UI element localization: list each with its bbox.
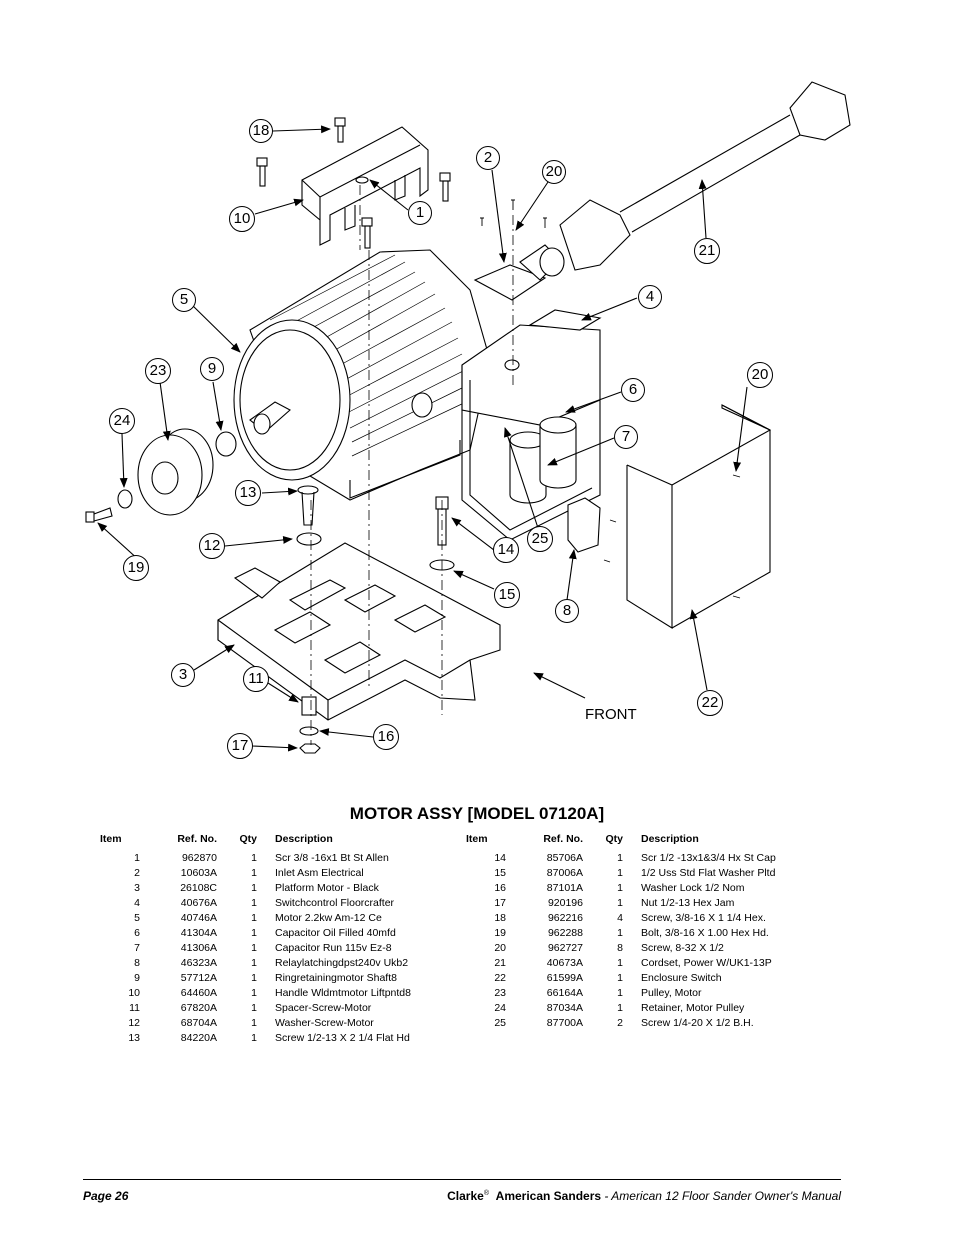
callout-18: 18 (249, 119, 273, 143)
callout-23: 23 (145, 358, 171, 384)
header-qty: Qty (239, 833, 257, 845)
page-number: Page 26 (83, 1189, 129, 1203)
header-item: Item (100, 833, 122, 845)
switch-enclosure (626, 404, 772, 629)
footer-divider (83, 1179, 841, 1180)
callout-13: 13 (235, 480, 261, 506)
callout-17: 17 (227, 733, 253, 759)
electrical-inlet (473, 244, 565, 301)
flat-head-screw (297, 485, 319, 526)
callout-6: 6 (621, 378, 645, 402)
relay (567, 497, 601, 553)
callout-25: 25 (527, 526, 553, 552)
capacitors (509, 416, 577, 504)
header-desc: Description (641, 833, 699, 845)
hex-screws (256, 117, 451, 249)
callout-16: 16 (373, 724, 399, 750)
callout-10: 10 (229, 206, 255, 232)
leader-lines (97, 125, 748, 752)
header-ref: Ref. No. (177, 833, 217, 845)
manual-title: - American 12 Floor Sander Owner's Manua… (601, 1189, 841, 1203)
callout-15: 15 (494, 582, 520, 608)
callout-22: 22 (697, 690, 723, 716)
callout-4: 4 (638, 285, 662, 309)
callout-5: 5 (172, 288, 196, 312)
header-ref: Ref. No. (543, 833, 583, 845)
section-title: MOTOR ASSY [MODEL 07120A] (349, 804, 605, 823)
center-lines (310, 185, 514, 745)
table-header-row: Item Ref. No. Qty Description (466, 832, 776, 850)
callout-1: 1 (408, 201, 432, 225)
small-screws (480, 199, 741, 599)
spacer (301, 696, 317, 716)
motor-platform (217, 542, 501, 721)
motor-shaft (249, 401, 291, 435)
lock-washer (299, 726, 319, 736)
hex-nut (299, 743, 321, 754)
callout-20b: 20 (747, 362, 773, 388)
motor-lift-handle (301, 126, 429, 246)
callout-11: 11 (243, 666, 269, 692)
callout-7: 7 (614, 425, 638, 449)
callout-9: 9 (200, 357, 224, 381)
pulley-retainer (117, 489, 133, 509)
motor-assembly-diagram (85, 81, 851, 754)
callout-14: 14 (493, 537, 519, 563)
pulley-bolt (85, 507, 113, 523)
table-header-row: Item Ref. No. Qty Description (100, 832, 411, 850)
screw-washer (296, 532, 322, 546)
front-label: FRONT (585, 706, 637, 723)
callout-3: 3 (171, 663, 195, 687)
header-desc: Description (275, 833, 333, 845)
footer-manual-title: Clarke® American Sanders - American 12 F… (447, 1189, 841, 1203)
registered-mark: ® (483, 1190, 489, 1197)
callout-8: 8 (555, 599, 579, 623)
callout-19: 19 (123, 555, 149, 581)
header-item: Item (466, 833, 488, 845)
pulley (137, 428, 214, 516)
brand-american-sanders: American Sanders (495, 1189, 602, 1203)
callout-20: 20 (542, 160, 566, 184)
retaining-ring (215, 431, 237, 457)
power-cordset (559, 81, 851, 271)
header-qty: Qty (605, 833, 623, 845)
callout-2: 2 (476, 146, 500, 170)
brand-clarke: Clarke (447, 1189, 484, 1203)
callout-21: 21 (694, 238, 720, 264)
motor (233, 249, 491, 501)
callout-24: 24 (109, 408, 135, 434)
callout-12: 12 (199, 533, 225, 559)
